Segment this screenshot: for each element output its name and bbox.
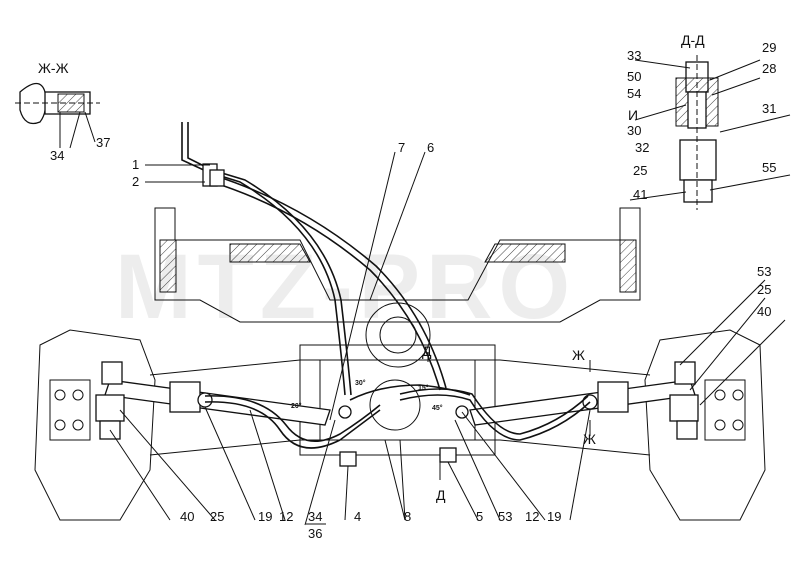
section-mark-d-bottom: Д [436,487,446,503]
callout-32: 32 [635,140,649,155]
callout-25-dd: 25 [633,163,647,178]
section-mark-zh-bottom: Ж [583,431,596,447]
callout-25-bottom: 25 [210,509,224,524]
angle-20: 20° [291,402,302,410]
callout-25-right: 25 [757,282,771,297]
callout-53-bottom: 53 [498,509,512,524]
angle-15: 15° [418,384,429,392]
axle-frame [34,207,766,521]
callout-12-right: 12 [525,509,539,524]
detail-zh-zh [15,82,100,149]
callout-30: 30 [627,123,641,138]
callout-28: 28 [762,61,776,76]
callout-36: 36 [308,526,322,541]
callout-53-right: 53 [757,264,771,279]
callout-1: 1 [132,157,139,172]
section-mark-zh-top: Ж [572,347,585,363]
angle-45: 45° [432,404,443,412]
callout-7: 7 [398,140,405,155]
callout-40-bottom: 40 [180,509,194,524]
callout-34-zh: 34 [50,148,64,163]
callout-29: 29 [762,40,776,55]
callout-34: 34 [308,509,322,524]
callout-55: 55 [762,160,776,175]
callout-19-left: 19 [258,509,272,524]
section-mark-i: И [628,107,638,123]
callout-33: 33 [627,48,641,63]
section-mark-d-top: Д [422,343,432,359]
callout-19-right: 19 [547,509,561,524]
callout-41: 41 [633,187,647,202]
leader-lines [109,59,791,526]
callout-2: 2 [132,174,139,189]
callout-37: 37 [96,135,110,150]
section-d-d-title: Д-Д [681,32,705,48]
callout-8: 8 [404,509,411,524]
angle-30: 30° [355,379,366,387]
callout-5: 5 [476,509,483,524]
callout-50: 50 [627,69,641,84]
callout-40-right: 40 [757,304,771,319]
callout-54: 54 [627,86,641,101]
callout-6: 6 [427,140,434,155]
callout-4: 4 [354,509,361,524]
detail-d-d [675,55,719,210]
section-zh-zh-title: Ж-Ж [38,60,69,76]
hydraulic-hoses [181,122,591,449]
callout-31: 31 [762,101,776,116]
callout-12-left: 12 [279,509,293,524]
